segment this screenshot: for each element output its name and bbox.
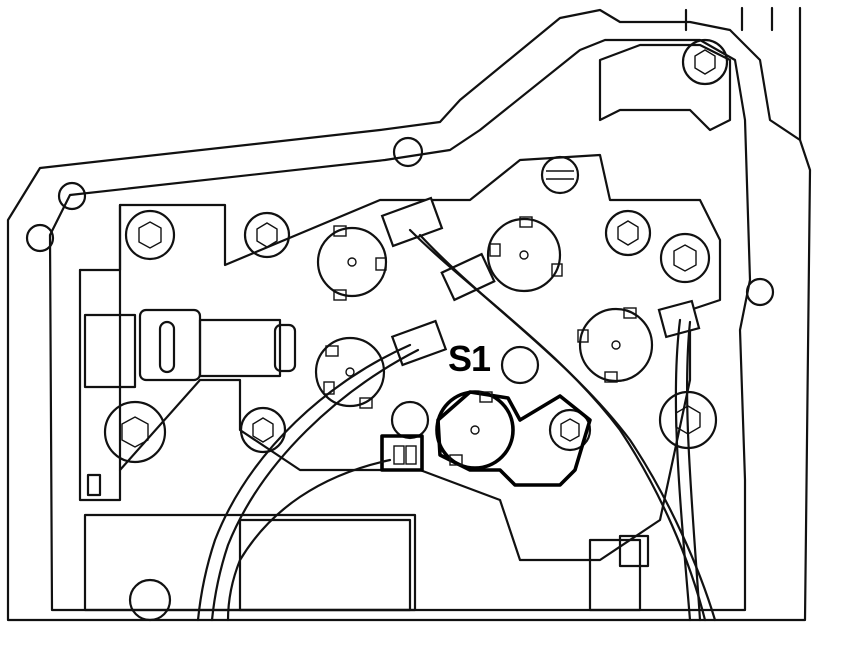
connector xyxy=(380,196,444,248)
wire-harness xyxy=(196,343,412,622)
flange-hole xyxy=(25,223,55,253)
wire-harness xyxy=(226,458,392,622)
slotted-screw xyxy=(540,155,580,195)
solenoid-s1-highlighted xyxy=(380,390,592,487)
valve-spool xyxy=(138,308,202,382)
solenoid xyxy=(577,307,654,383)
valve-spool xyxy=(273,323,297,373)
wire-harness xyxy=(418,233,717,622)
lower-block-inner xyxy=(238,518,412,612)
valve-body-edge xyxy=(78,203,122,272)
solenoid-s1-label: S1 xyxy=(448,338,491,379)
connector xyxy=(440,252,496,302)
valve-body-edge xyxy=(78,268,122,502)
wire-harness xyxy=(685,320,702,622)
valve-spool-slot xyxy=(158,320,176,374)
wire-harness xyxy=(210,348,420,622)
lower-block xyxy=(83,513,417,612)
solenoid xyxy=(314,336,386,409)
housing-inner-outline xyxy=(48,38,752,612)
housing-outline xyxy=(6,8,812,622)
flange-hole xyxy=(57,181,87,211)
small-slot xyxy=(86,473,102,497)
valve-spool xyxy=(83,313,137,389)
valve-body-plate xyxy=(118,153,722,562)
wire-harness xyxy=(674,318,692,622)
solenoid xyxy=(486,216,563,293)
valve-spool xyxy=(198,318,282,378)
solenoid xyxy=(316,225,388,301)
lower-right-block xyxy=(588,538,642,612)
lower-right-plug xyxy=(618,534,650,568)
flange-hole xyxy=(392,136,424,168)
flange-hole xyxy=(745,277,775,307)
valve-body-edge xyxy=(598,43,732,132)
